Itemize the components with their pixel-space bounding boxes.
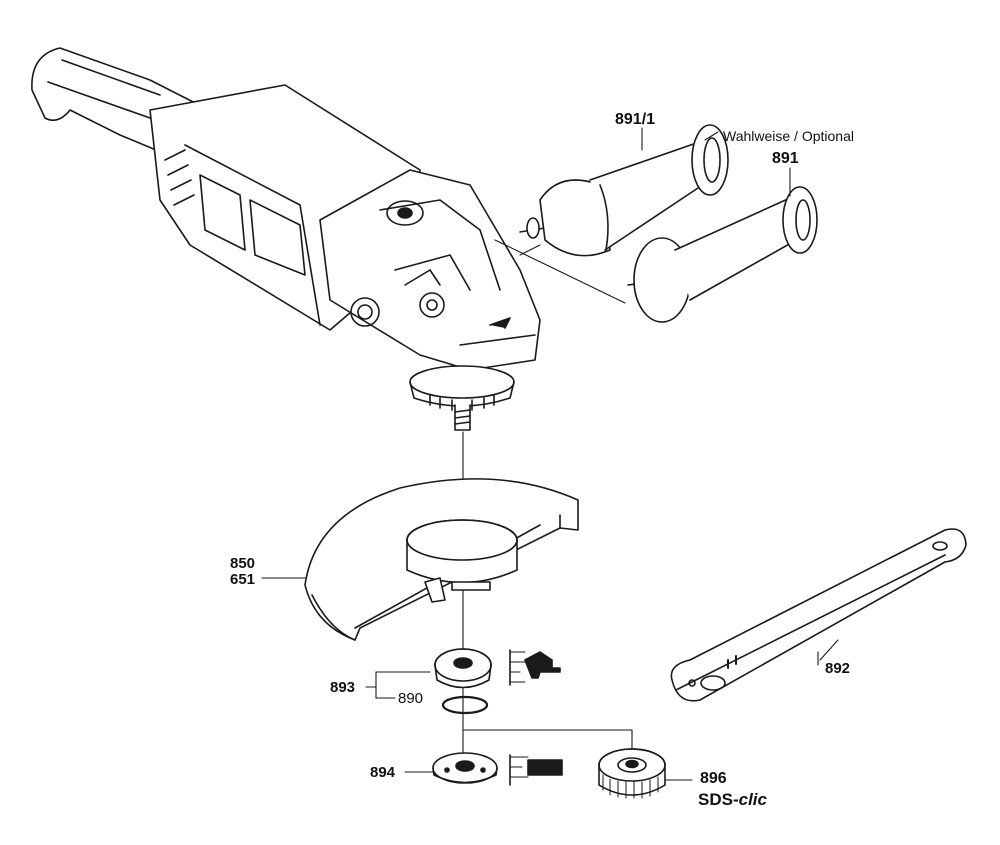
label-sds-suffix: clic	[738, 790, 767, 809]
o-ring-890	[441, 695, 489, 715]
handle-mount-leader	[494, 239, 626, 304]
flange-orientation-icon	[509, 649, 561, 686]
label-sds-clic: SDS-clic	[698, 790, 767, 810]
wheel-guard	[304, 478, 579, 641]
label-891: 891	[772, 150, 799, 167]
leader-892	[817, 639, 839, 666]
nut-orientation-icon	[509, 754, 563, 786]
side-handle-891	[627, 186, 818, 323]
clamping-nut-894	[432, 752, 498, 784]
label-891-1: 891/1	[615, 111, 656, 128]
leader-optional	[704, 131, 719, 141]
two-pin-spanner-892	[670, 528, 967, 702]
label-optional: Wahlweise / Optional	[723, 128, 854, 144]
quick-clamping-nut-896	[598, 748, 666, 799]
angle-grinder-body	[31, 47, 541, 431]
mounting-flange-893	[434, 648, 492, 689]
label-894: 894	[370, 764, 396, 781]
label-893: 893	[330, 679, 356, 696]
leader-893	[365, 671, 431, 699]
label-890: 890	[398, 690, 424, 707]
leader-896-connector	[462, 729, 633, 751]
label-sds-prefix: SDS-	[698, 790, 739, 809]
label-850: 850	[230, 555, 256, 572]
label-651: 651	[230, 571, 256, 588]
side-handle-891-1	[519, 124, 729, 257]
label-892: 892	[825, 660, 851, 677]
label-896: 896	[700, 770, 727, 787]
